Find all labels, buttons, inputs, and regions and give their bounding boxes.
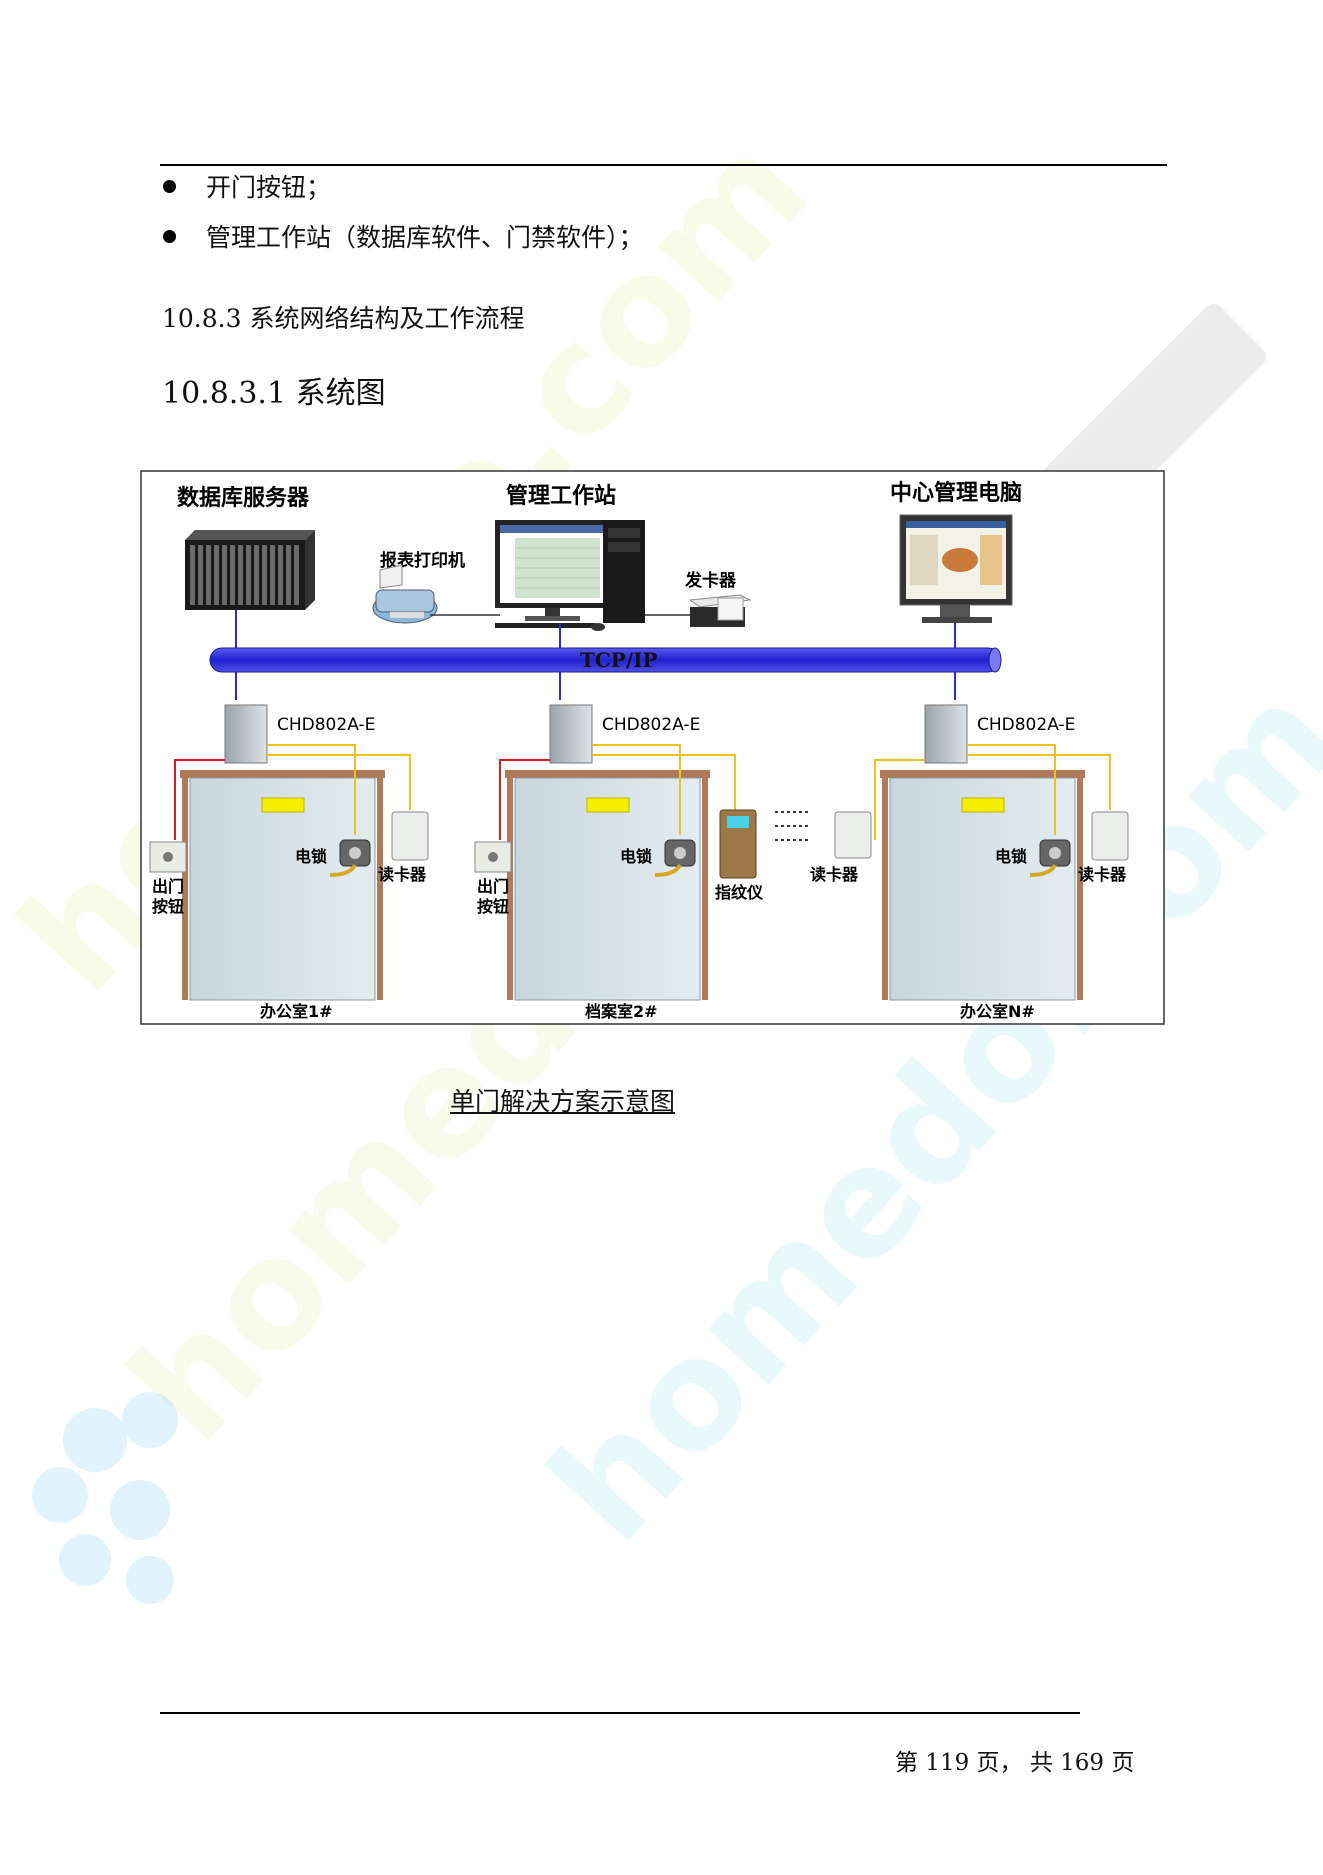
door-jamb-left [507, 778, 513, 1000]
right-device-label: 指纹仪 [715, 883, 764, 902]
lock-label: 电锁 [620, 847, 652, 866]
door-jamb-right [702, 778, 708, 1000]
exit-button-label-line2: 按钮 [477, 897, 509, 916]
right-device-label: 读卡器 [378, 865, 427, 884]
controller-icon [224, 704, 268, 764]
card-reader-icon [391, 811, 429, 861]
door-panel [189, 777, 376, 1001]
card-issuer-icon [688, 594, 752, 627]
workstation-tower-icon [591, 520, 645, 631]
bullet-item-1: 开门按钮； [163, 168, 331, 204]
fingerprint-screen-icon [727, 816, 749, 828]
door-frame [180, 770, 385, 778]
room-label: 档案室2# [585, 1002, 658, 1021]
center-pc-icon [899, 514, 1013, 623]
footer-rule [160, 1712, 1080, 1714]
door-light [261, 797, 305, 813]
wire-lock [967, 744, 1056, 835]
bullet-text: 管理工作站（数据库软件、门禁软件）； [206, 223, 644, 252]
db-server-label: 数据库服务器 [177, 485, 310, 511]
workstation-label: 管理工作站 [506, 483, 616, 509]
door-light [961, 797, 1005, 813]
wire-right [267, 754, 411, 810]
exit-button-dot-icon [163, 852, 173, 862]
room-label: 办公室1# [260, 1002, 333, 1021]
exit-button-label-line1: 出门 [477, 877, 509, 896]
bullet-item-2: 管理工作站（数据库软件、门禁软件）； [163, 218, 644, 254]
exit-button-label-line1: 出门 [152, 877, 184, 896]
subsection-heading: 10.8.3.1 系统图 [162, 376, 386, 411]
bullet-text: 开门按钮； [206, 173, 332, 202]
door-frame [505, 770, 710, 778]
door-handle-icon [1029, 863, 1057, 877]
system-diagram: 数据库服务器 管理工作站 中心管理电脑 报表打印机 发卡器 [140, 470, 1165, 1025]
controller-icon [549, 704, 593, 764]
lock-cylinder-icon [349, 847, 361, 859]
left-device-label: 读卡器 [810, 865, 859, 884]
printer-icon [372, 564, 438, 624]
card-reader-icon [834, 811, 872, 859]
network-label: TCP/IP [580, 648, 658, 672]
lock-cylinder-icon [1049, 847, 1061, 859]
db-server-icon [185, 530, 315, 610]
door-handle-icon [329, 863, 357, 877]
door-frame [880, 770, 1085, 778]
card-issuer-label: 发卡器 [684, 570, 737, 591]
wire-left [874, 759, 925, 840]
workstation-monitor-icon [495, 520, 610, 628]
door-jamb-left [882, 778, 888, 1000]
door-jamb-left [182, 778, 188, 1000]
page-footer: 第 119 页， 共 169 页 [895, 1750, 1135, 1776]
controller-label: CHD802A-E [602, 715, 700, 735]
door-panel [889, 777, 1076, 1001]
figure-caption: 单门解决方案示意图 [450, 1087, 676, 1116]
wire-right [592, 754, 736, 810]
door-panel [514, 777, 701, 1001]
network-pipe: TCP/IP [209, 647, 1002, 673]
header-rule [160, 164, 1167, 166]
door-jamb-right [377, 778, 383, 1000]
doors-group: CHD802A-E电锁办公室1#出门按钮读卡器CHD802A-E电锁档案室2#出… [149, 704, 1129, 1021]
controller-icon [924, 704, 968, 764]
lock-label: 电锁 [295, 847, 327, 866]
exit-button-label-line2: 按钮 [152, 897, 184, 916]
right-device-label: 读卡器 [1078, 865, 1127, 884]
wire-left [499, 759, 550, 840]
room-label: 办公室N# [960, 1002, 1035, 1021]
door-handle-icon [654, 863, 682, 877]
lock-cylinder-icon [674, 847, 686, 859]
door-jamb-right [1077, 778, 1083, 1000]
center-pc-label: 中心管理电脑 [890, 480, 1022, 506]
flower-logo-icon [32, 1392, 178, 1604]
card-reader-icon [1091, 811, 1129, 861]
wire-left [174, 759, 225, 840]
exit-button-dot-icon [488, 852, 498, 862]
wire-right [967, 754, 1111, 810]
bullet-dot-icon [163, 179, 176, 193]
wire-lock [267, 744, 356, 835]
door-light [586, 797, 630, 813]
lock-label: 电锁 [995, 847, 1027, 866]
bullet-dot-icon [163, 229, 176, 243]
section-heading: 10.8.3 系统网络结构及工作流程 [162, 304, 525, 333]
wire-lock [592, 744, 681, 835]
controller-label: CHD802A-E [277, 715, 375, 735]
controller-label: CHD802A-E [977, 715, 1075, 735]
